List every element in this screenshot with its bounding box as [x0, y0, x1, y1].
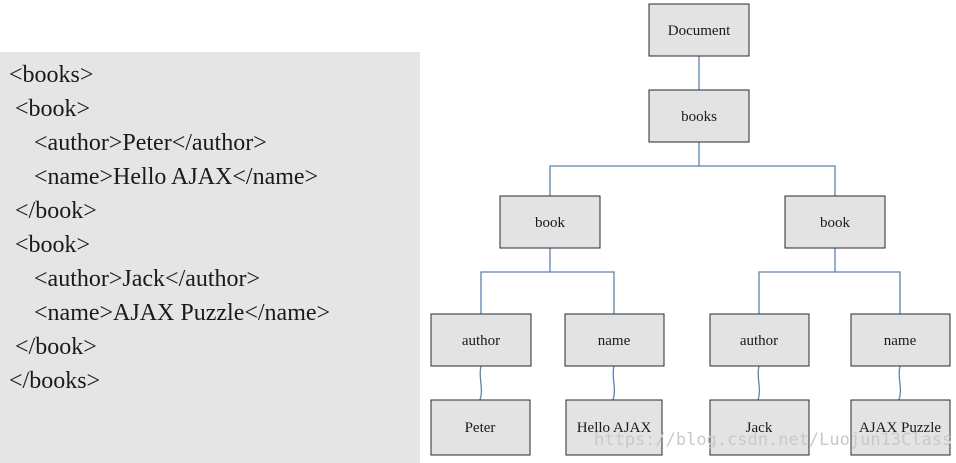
xml-line: <name>AJAX Puzzle</name> [22, 300, 331, 326]
tree-node-hello-ajax: Hello AJAX [565, 399, 663, 456]
node-box [648, 3, 750, 57]
edge-book-2-author-2 [758, 248, 836, 314]
node-label: Hello AJAX [577, 420, 652, 436]
node-label: books [681, 109, 717, 125]
node-label: Jack [746, 420, 773, 436]
node-box [850, 399, 951, 456]
node-box [784, 195, 886, 249]
node-label: name [598, 333, 631, 349]
node-label: Peter [465, 420, 496, 436]
tree-node-document: Document [648, 3, 750, 57]
tree-node-jack: Jack [709, 399, 810, 456]
tree-edges [479, 56, 902, 401]
edge-author-2-jack [757, 365, 761, 401]
xml-line: </book> [9, 334, 97, 360]
edge-books-book-2 [699, 165, 836, 196]
xml-line: </book> [9, 198, 97, 224]
watermark: https://blog.csdn.net/Luojun13Class [594, 430, 953, 450]
tree-node-author-2: author [709, 313, 810, 367]
node-label: author [462, 333, 500, 349]
node-box [850, 313, 951, 367]
tree-node-name-1: name [564, 313, 665, 367]
edge-book-1-author-1 [480, 248, 551, 314]
xml-code-panel: <books> <book> <author>Peter</author> <n… [0, 52, 420, 463]
xml-line: <book> [9, 96, 91, 122]
edge-book-2-name-2 [835, 271, 901, 314]
node-box [565, 399, 663, 456]
xml-line: <books> [9, 62, 94, 88]
node-box [564, 313, 665, 367]
node-box [499, 195, 601, 249]
tree-node-peter: Peter [430, 399, 531, 456]
edge-book-1-name-1 [550, 271, 615, 314]
edge-author-1-peter [479, 365, 483, 401]
node-label: book [820, 215, 851, 231]
node-box [430, 313, 532, 367]
node-label: book [535, 215, 566, 231]
edge-name-2-ajax-puzzle [898, 365, 902, 401]
node-label: name [884, 333, 917, 349]
node-label: Document [668, 23, 731, 39]
node-box [709, 399, 810, 456]
tree-node-author-1: author [430, 313, 532, 367]
edge-name-1-hello-ajax [612, 365, 616, 401]
xml-line: <name>Hello AJAX</name> [22, 164, 319, 190]
xml-line: <book> [9, 232, 91, 258]
tree-node-book-1: book [499, 195, 601, 249]
node-box [648, 89, 750, 143]
xml-line: <author>Jack</author> [22, 266, 261, 292]
xml-line: <author>Peter</author> [22, 130, 267, 156]
tree-node-name-2: name [850, 313, 951, 367]
tree-node-books: books [648, 89, 750, 143]
node-box [430, 399, 531, 456]
xml-line: </books> [9, 368, 101, 394]
node-label: AJAX Puzzle [859, 420, 941, 436]
node-box [709, 313, 810, 367]
tree-node-ajax-puzzle: AJAX Puzzle [850, 399, 951, 456]
tree-node-book-2: book [784, 195, 886, 249]
edge-books-book-1 [549, 142, 700, 196]
node-label: author [740, 333, 778, 349]
